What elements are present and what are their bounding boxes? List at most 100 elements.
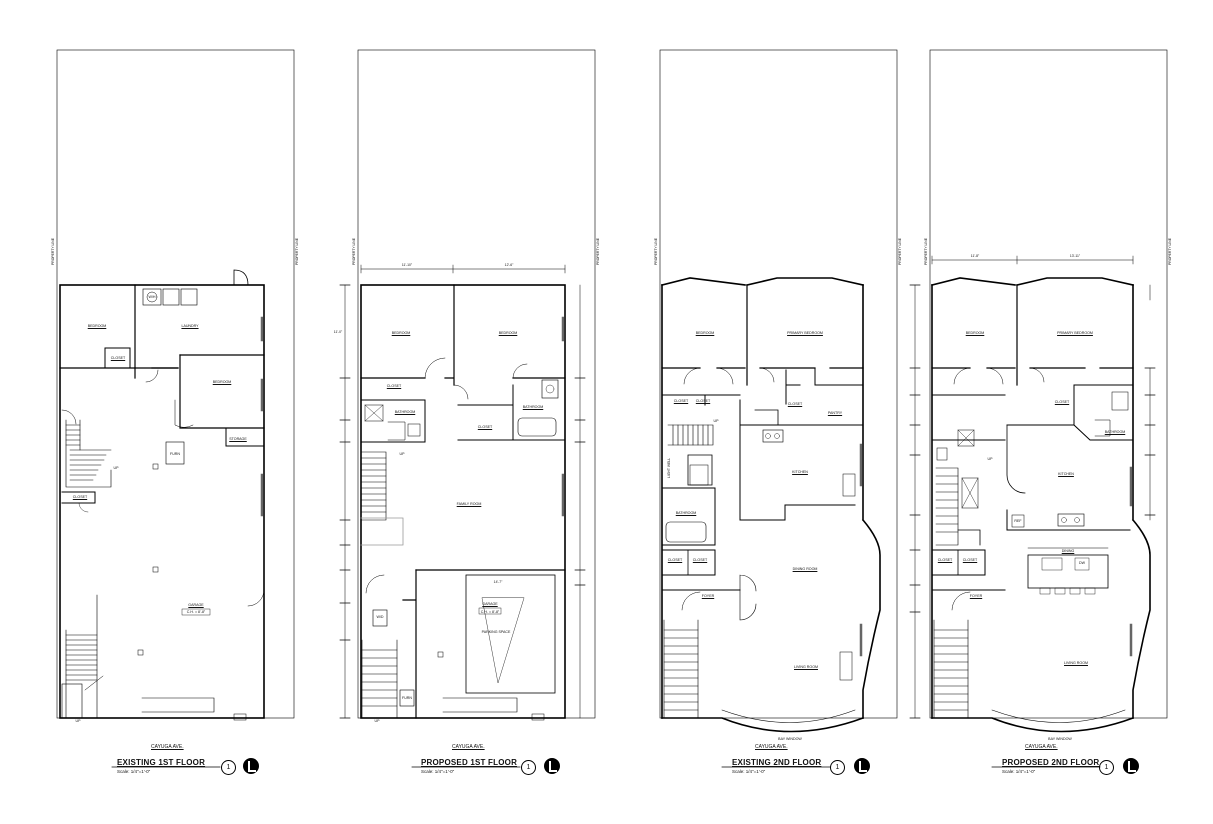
street-label: CAYUGA AVE. (452, 744, 485, 750)
room-label: PRIMARY BEDROOM (1057, 331, 1093, 335)
sheet-number-circle: 1 (1099, 760, 1114, 775)
room-label: CLOSET (695, 399, 711, 403)
room-label: FAMILY ROOM (456, 502, 482, 506)
furnace-label: FURN (170, 452, 180, 456)
room-label: CLOSET (667, 558, 683, 562)
plan-title: PROPOSED 1ST FLOOR (421, 758, 518, 767)
bay-window-label: BAY WINDOW (1048, 737, 1072, 741)
room-label: CLOSET (787, 402, 803, 406)
room-label: STORAGE (229, 437, 247, 441)
plan-title: EXISTING 2ND FLOOR (732, 758, 822, 767)
plan-existing-1st (56, 49, 295, 721)
sheet-number-circle: 1 (521, 760, 536, 775)
room-label: BEDROOM (695, 331, 715, 335)
room-label: FOYER (969, 594, 983, 598)
room-label: CLOSET (962, 558, 978, 562)
room-label: LAUNDRY (181, 324, 199, 328)
room-label: CLOSET (477, 425, 493, 429)
sheet-number-circle: 1 (221, 760, 236, 775)
property-line-label: PROPERTY LINE (654, 237, 658, 265)
room-label: CLOSET (110, 356, 126, 360)
room-label: PRIMARY BEDROOM (787, 331, 823, 335)
room-label: GARAGE (482, 602, 498, 606)
street-label: CAYUGA AVE. (151, 744, 184, 750)
room-label: BATHROOM (1104, 430, 1126, 434)
room-label: CLOSET (1054, 400, 1070, 404)
property-line (929, 49, 1168, 719)
room-label: DINING (1061, 549, 1075, 553)
room-label: DINING ROOM (792, 567, 818, 571)
north-arrow-icon (854, 758, 870, 774)
dimension-label: 11'-8" (970, 254, 980, 258)
room-label: BEDROOM (87, 324, 107, 328)
light-well-label: LIGHT WELL (667, 457, 671, 478)
stair-up-label: UP (374, 719, 380, 723)
room-label: CLOSET (692, 558, 708, 562)
room-label: LIVING ROOM (1064, 661, 1088, 665)
property-line-label: PROPERTY LINE (352, 237, 356, 265)
plan-scale: Scale: 1/4"=1'-0" (1002, 769, 1036, 774)
north-arrow-icon (1123, 758, 1139, 774)
exterior-wall (59, 284, 265, 719)
room-label: CLOSET (937, 558, 953, 562)
room-label: FOYER (701, 594, 715, 598)
room-label: BEDROOM (498, 331, 518, 335)
ceiling-height-note: C.H. = 8'-8" (480, 610, 500, 614)
room-label: BEDROOM (391, 331, 411, 335)
room-label: KITCHEN (792, 470, 808, 474)
room-label: GARAGE (188, 603, 204, 607)
property-line-label: PROPERTY LINE (295, 237, 299, 265)
property-line-label: PROPERTY LINE (898, 237, 902, 265)
ceiling-height-note: C.H. = 8'-8" (186, 610, 206, 614)
dimension-label: 11'-0" (333, 330, 343, 334)
room-label: BATHROOM (522, 405, 544, 409)
dishwasher-label: DW (1079, 561, 1085, 565)
plan-proposed-2nd (909, 49, 1168, 733)
plan-existing-2nd (659, 49, 898, 733)
property-line-label: PROPERTY LINE (596, 237, 600, 265)
stair-up-label: UP (713, 419, 719, 423)
stair-up-label: UP (113, 466, 119, 470)
plan-scale: Scale: 1/4"=1'-0" (117, 769, 151, 774)
stair-up-label: UP (987, 457, 993, 461)
plan-scale: Scale: 1/4"=1'-0" (421, 769, 455, 774)
plan-title: PROPOSED 2ND FLOOR (1002, 758, 1100, 767)
north-arrow-icon (544, 758, 560, 774)
property-line-label: PROPERTY LINE (1168, 237, 1172, 265)
room-label: BEDROOM (965, 331, 985, 335)
stair-up-label: UP (75, 719, 81, 723)
property-line (659, 49, 898, 719)
water-heater-label: W/H (148, 295, 156, 299)
room-label: BEDROOM (212, 380, 232, 384)
room-label: CLOSET (386, 384, 402, 388)
dimension-label: 13'-11" (1069, 254, 1081, 258)
plan-title: EXISTING 1ST FLOOR (117, 758, 206, 767)
room-label: LIVING ROOM (794, 665, 818, 669)
room-label: KITCHEN (1058, 472, 1074, 476)
washer-dryer-label: W/D (376, 615, 384, 619)
exterior-wall (360, 284, 566, 719)
room-label: CLOSET (72, 495, 88, 499)
furnace-label: FURN (402, 696, 412, 700)
sheet-number-circle: 1 (830, 760, 845, 775)
parking-space-label: PARKING SPACE (481, 630, 511, 634)
property-line-label: PROPERTY LINE (51, 237, 55, 265)
room-label: PANTRY (827, 411, 843, 415)
street-label: CAYUGA AVE. (755, 744, 788, 750)
property-line (56, 49, 295, 719)
room-label: CLOSET (673, 399, 689, 403)
bay-window-label: BAY WINDOW (778, 737, 802, 741)
dimension-label: 11'-10" (401, 263, 413, 267)
property-line-label: PROPERTY LINE (924, 237, 928, 265)
dimension-label: 14'-7" (493, 580, 503, 584)
stair-up-label: UP (399, 452, 405, 456)
plan-scale: Scale: 1/4"=1'-0" (732, 769, 766, 774)
room-label: BATHROOM (675, 511, 697, 515)
street-label: CAYUGA AVE. (1025, 744, 1058, 750)
dimension-label: 12'-6" (504, 263, 514, 267)
plan-proposed-1st (339, 49, 596, 721)
north-arrow-icon (243, 758, 259, 774)
refrigerator-label: REF (1014, 519, 1022, 523)
